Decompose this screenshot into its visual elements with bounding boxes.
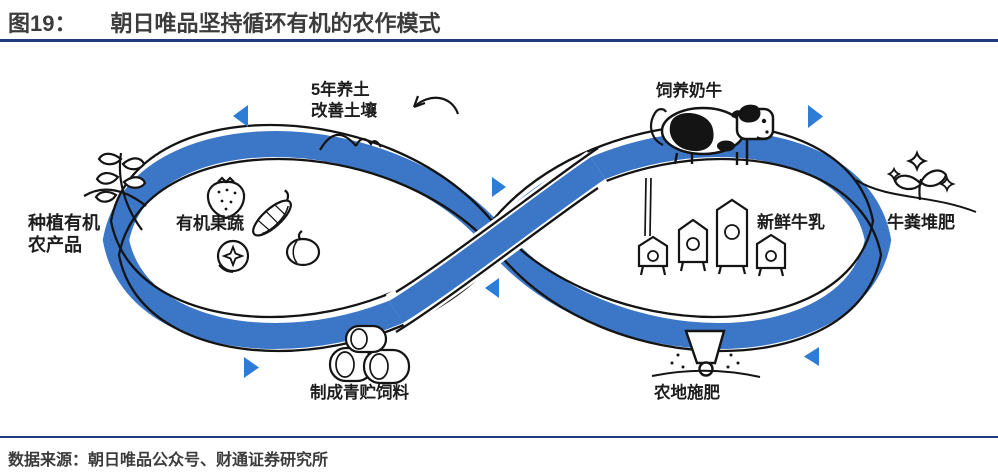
- fertilizer-spreader-icon: [651, 329, 761, 378]
- label-fertilize-fields: 农地施肥: [653, 382, 721, 402]
- source-divider: [0, 436, 998, 438]
- holstein-cow-icon: [650, 104, 775, 165]
- flow-arrows: [233, 105, 823, 378]
- arrow-center-bottom-icon: [485, 278, 499, 298]
- label-soil-line2: 改善土壤: [311, 100, 378, 120]
- arrow-bottom-right-icon: [804, 347, 819, 366]
- arrow-top-right-icon: [808, 105, 823, 128]
- infinity-cycle-diagram: 种植有机 农产品 有机果蔬 5年养土 改善土壤 饲养奶牛 新鲜牛乳 牛粪堆肥 制…: [27, 79, 977, 402]
- label-plant-organic-line2: 农产品: [27, 234, 82, 255]
- wheat-sprig-icon: [83, 152, 147, 231]
- figure-title: 图19： 朝日唯品坚持循环有机的农作模式: [8, 6, 441, 38]
- cloud-mounds-icon: [319, 133, 382, 151]
- sprout-with-sparkles-icon: [855, 149, 977, 213]
- title-divider: [0, 39, 998, 42]
- silage-bales-icon: [328, 324, 411, 385]
- strawberry-icon: [206, 176, 246, 220]
- label-manure-compost: 牛粪堆肥: [887, 212, 955, 232]
- label-fresh-milk: 新鲜牛乳: [757, 212, 825, 232]
- berry-icon: [216, 239, 250, 273]
- corn-icon: [252, 189, 292, 237]
- label-organic-produce: 有机果蔬: [176, 213, 244, 233]
- diagram-area: 种植有机 农产品 有机果蔬 5年养土 改善土壤 饲养奶牛 新鲜牛乳 牛粪堆肥 制…: [0, 60, 998, 430]
- arrow-bottom-left-icon: [244, 357, 259, 378]
- curved-arrow-icon: [412, 95, 460, 115]
- milk-cartons-icon: [637, 177, 787, 277]
- label-silage: 制成青贮饲料: [310, 382, 410, 402]
- data-source: 数据来源：朝日唯品公众号、财通证券研究所: [8, 452, 329, 469]
- figure-title-text: 朝日唯品坚持循环有机的农作模式: [110, 11, 441, 36]
- arrow-top-left-icon: [233, 105, 248, 127]
- crossing-band: [389, 157, 606, 324]
- figure-number: 图19：: [8, 11, 77, 36]
- label-raise-cows: 饲养奶牛: [655, 80, 722, 100]
- crossing-edge-upper: [395, 147, 599, 293]
- crossing-edge-lower: [395, 187, 599, 333]
- label-soil-line1: 5年养土: [311, 79, 370, 99]
- arrow-center-top-icon: [492, 177, 506, 197]
- label-plant-organic-line1: 种植有机: [27, 212, 100, 233]
- pumpkin-icon: [285, 230, 321, 267]
